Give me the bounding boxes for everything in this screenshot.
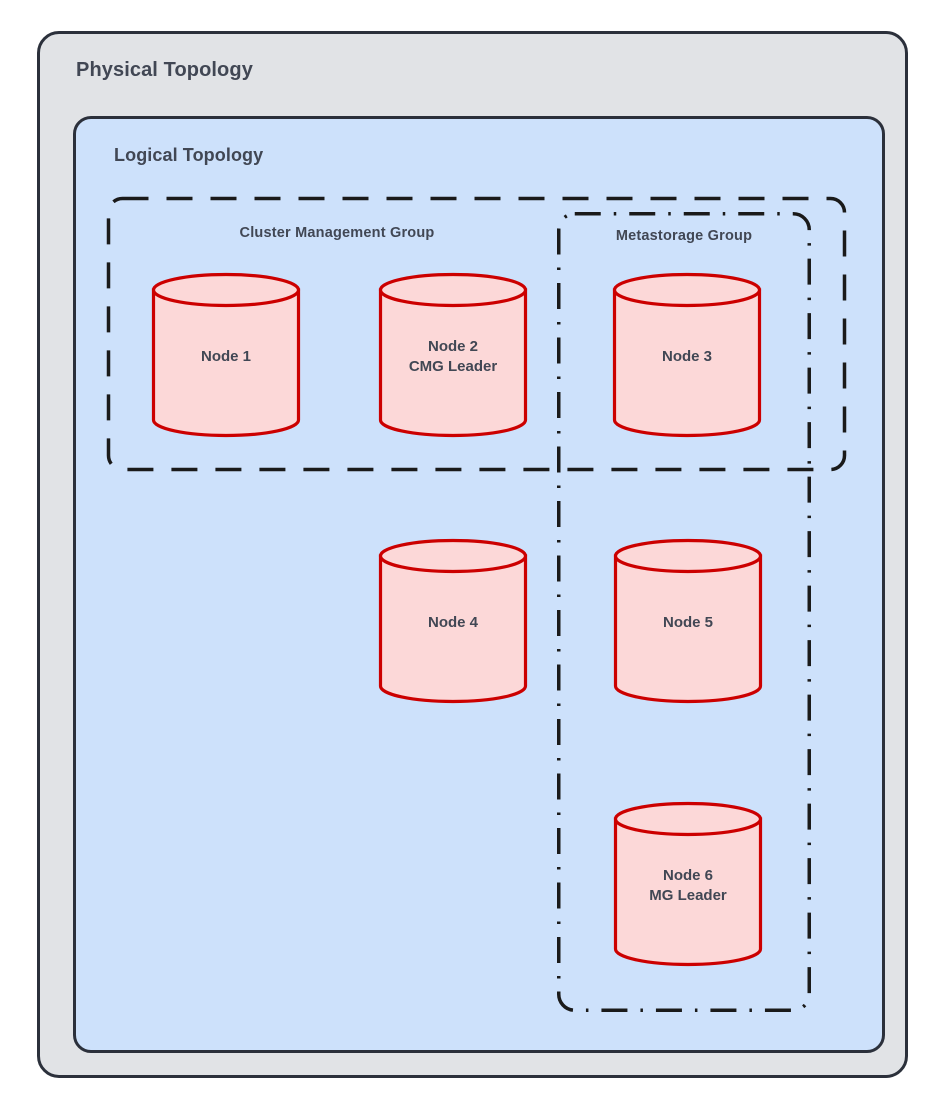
node-6[interactable]: Node 6 MG Leader (613, 801, 763, 967)
cylinder-icon (378, 538, 528, 704)
cluster-management-group-label: Cluster Management Group (239, 225, 435, 241)
cylinder-icon (151, 272, 301, 438)
metastorage-group-label: Metastorage Group (615, 228, 753, 244)
logical-topology-title: Logical Topology (114, 145, 264, 165)
cluster-management-group-box: Cluster Management Group (106, 196, 847, 472)
node-1[interactable]: Node 1 (151, 272, 301, 438)
cylinder-icon (378, 272, 528, 438)
cylinder-icon (613, 538, 763, 704)
node-5[interactable]: Node 5 (613, 538, 763, 704)
metastorage-dashdot-border (557, 212, 811, 1012)
cylinder-icon (613, 801, 763, 967)
cylinder-icon (612, 272, 762, 438)
cmg-dashed-border (106, 196, 847, 472)
node-3[interactable]: Node 3 (612, 272, 762, 438)
physical-topology-title: Physical Topology (76, 59, 253, 81)
metastorage-group-box: Metastorage Group (557, 212, 811, 1012)
node-4[interactable]: Node 4 (378, 538, 528, 704)
node-2[interactable]: Node 2 CMG Leader (378, 272, 528, 438)
